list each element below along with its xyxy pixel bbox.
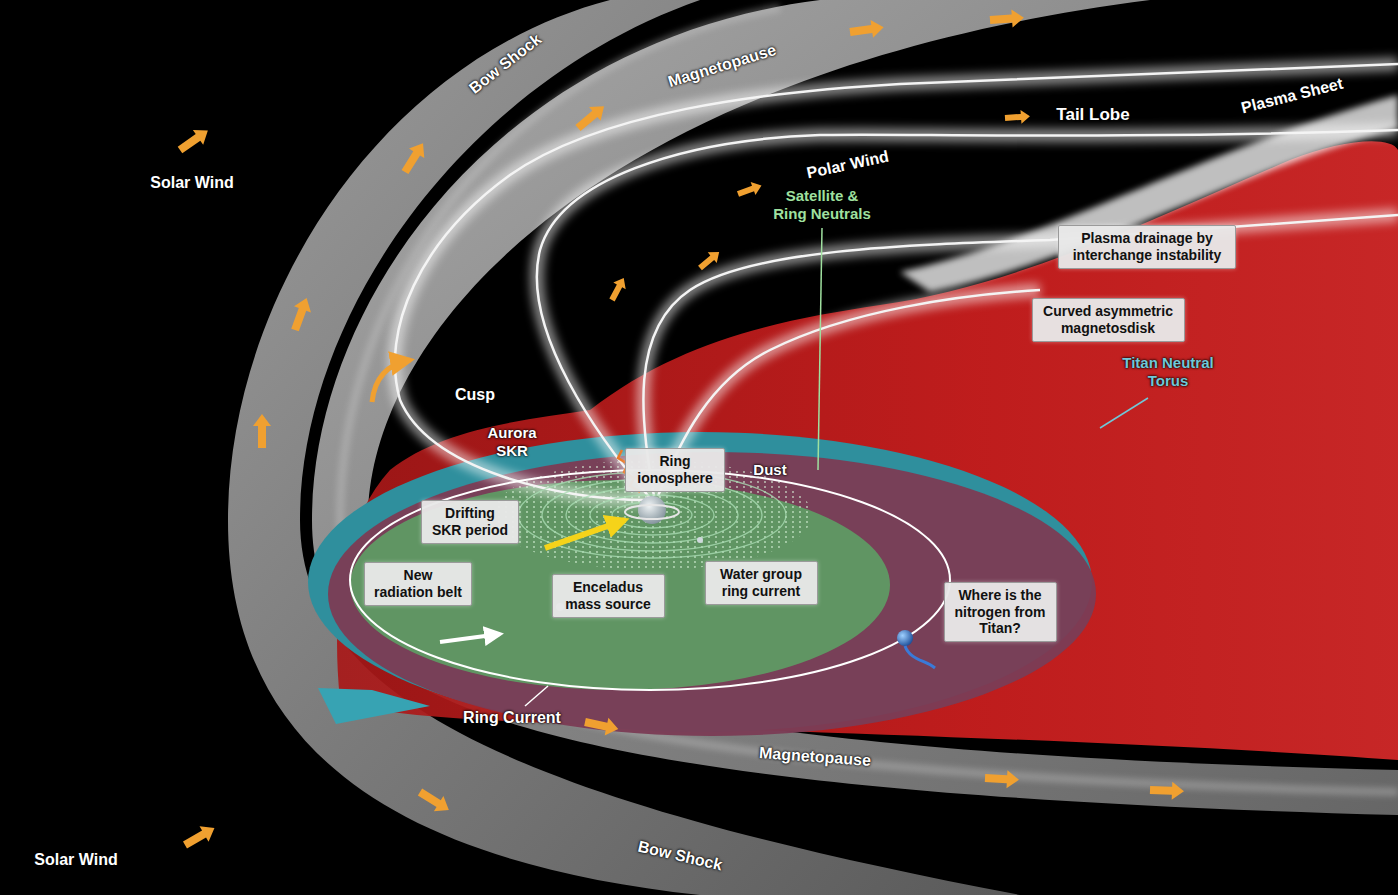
region-label: Solar Wind (34, 850, 117, 869)
field-line (643, 215, 1398, 496)
field-line-glow (395, 64, 1398, 500)
field-line (395, 64, 1398, 500)
callout-box: Curved asymmetric magnetosdisk (1032, 298, 1185, 341)
magnetopause-band (312, 0, 1398, 815)
callout-box: New radiation belt (364, 562, 472, 605)
flow-arrow (253, 414, 271, 448)
ring (590, 495, 714, 535)
region-label: Tail Lobe (1056, 105, 1129, 125)
region-label: Cusp (455, 385, 495, 404)
titan-wake (905, 646, 935, 668)
flow-arrow (989, 9, 1024, 29)
callout-box: Drifting SKR period (421, 500, 519, 543)
plasma-sheet (900, 95, 1398, 292)
flow-arrow (985, 769, 1020, 789)
region-label: Magnetopause (758, 744, 871, 771)
callout-box: Ring ionosphere (625, 448, 725, 491)
titan-neutral-torus (328, 452, 1096, 736)
callout-text: Water group ring current (714, 566, 809, 599)
callout-box: Enceladus mass source (552, 574, 665, 617)
flow-arrow (1150, 781, 1185, 800)
moon (697, 537, 703, 543)
callout-box: Where is the nitrogen from Titan? (944, 582, 1057, 642)
flow-arrows (175, 9, 1184, 853)
flow-arrow (287, 295, 316, 333)
callout-text: Where is the nitrogen from Titan? (953, 587, 1048, 637)
flow-arrow (397, 138, 430, 176)
flow-arrow (572, 99, 610, 135)
region-label: Solar Wind (150, 173, 233, 192)
callout-text: Drifting SKR period (430, 505, 510, 538)
callout-text: Curved asymmetric magnetosdisk (1041, 303, 1176, 336)
region-label: Bow Shock (465, 30, 545, 98)
region-label: Ring Current (463, 708, 561, 727)
field-line (537, 130, 1398, 498)
polar-wind-arrow (1005, 109, 1031, 125)
solar-wind-arrow (181, 820, 219, 853)
flow-arrow (583, 713, 620, 738)
field-line (537, 130, 1398, 498)
leader-line (818, 228, 822, 470)
field-line (643, 215, 1398, 496)
titan-moon (897, 630, 913, 646)
leader-line (1100, 398, 1148, 428)
region-label: Aurora SKR (477, 424, 547, 460)
polar-wind-arrow (736, 179, 764, 201)
region-label: Plasma Sheet (1239, 74, 1345, 118)
region-label: Satellite & Ring Neutrals (767, 187, 877, 223)
callout-box: Water group ring current (705, 561, 818, 604)
region-label: Polar Wind (805, 147, 891, 183)
solar-wind-arrow (175, 123, 213, 157)
field-lines (395, 64, 1398, 500)
callout-text: Ring ionosphere (634, 453, 716, 486)
flow-arrow (849, 18, 885, 41)
region-label: Dust (753, 461, 786, 479)
callout-text: Plasma drainage by interchange instabili… (1067, 230, 1227, 263)
region-label: Bow Shock (636, 837, 724, 875)
cusp-arrow (372, 360, 410, 402)
polar-wind-arrow (696, 247, 724, 274)
callout-text: New radiation belt (373, 567, 463, 600)
leader-line (525, 686, 548, 706)
polar-wind-arrow (606, 275, 630, 304)
ring-current-arrow (440, 634, 500, 642)
saturn-rings (625, 505, 679, 519)
flow-arrow (415, 784, 453, 817)
torus-cut-face (318, 688, 430, 724)
callout-text: Enceladus mass source (561, 579, 656, 612)
field-line (395, 64, 1398, 500)
region-label: Titan Neutral Torus (1118, 354, 1218, 390)
region-label: Magnetopause (666, 40, 779, 91)
ring-current-orbit (350, 470, 950, 690)
callout-box: Plasma drainage by interchange instabili… (1058, 225, 1236, 268)
skr-period-arrow (545, 520, 625, 548)
